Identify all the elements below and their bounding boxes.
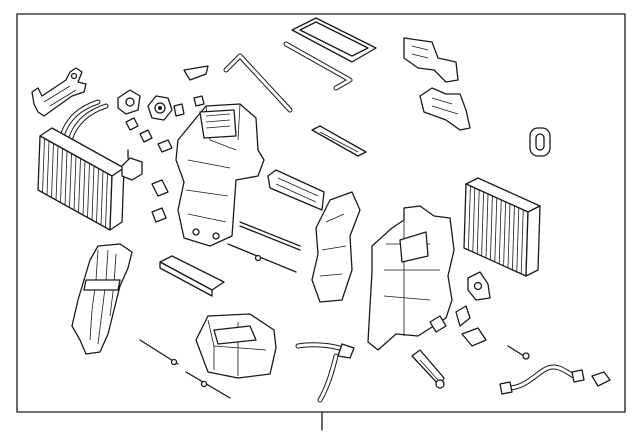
expansion-valve — [467, 271, 491, 301]
core-fin — [64, 150, 68, 206]
core-fin — [42, 138, 45, 193]
case-lower — [195, 313, 277, 379]
core-fin — [498, 199, 502, 265]
grommet — [529, 127, 551, 157]
core-fin — [46, 140, 50, 196]
core-fin — [472, 187, 476, 253]
diagram-border — [16, 13, 626, 413]
core-fin — [51, 143, 54, 198]
door-shaft — [223, 53, 293, 113]
evaporator-core — [37, 99, 125, 231]
actuator-rod — [411, 349, 445, 389]
duct-seal — [403, 37, 471, 131]
core-fin — [78, 158, 81, 213]
clip-set — [139, 129, 173, 223]
heater-core — [463, 177, 541, 277]
core-fin — [503, 201, 506, 267]
core-fin — [512, 205, 515, 271]
seal-strip — [311, 125, 367, 157]
core-fin — [507, 203, 511, 269]
wiring-harness — [499, 364, 611, 395]
core-fin — [490, 195, 493, 261]
core-fin — [91, 165, 95, 221]
actuator — [117, 89, 141, 131]
core-fin — [55, 145, 59, 201]
core-fin — [494, 197, 498, 263]
core-fin — [87, 163, 90, 218]
air-filter-cover — [283, 17, 377, 91]
clip — [429, 315, 447, 333]
core-fin — [82, 160, 86, 216]
mounting-bracket — [31, 67, 87, 117]
filter-tray — [159, 255, 225, 297]
door-rods-lower — [139, 339, 231, 399]
core-fin — [476, 189, 480, 255]
drain-hose — [295, 342, 355, 403]
core-fin — [485, 193, 489, 259]
link-rods — [227, 221, 301, 273]
heater-case-left — [175, 103, 265, 247]
core-fin — [60, 148, 63, 203]
core-fin — [69, 153, 72, 208]
blower-housing — [71, 243, 133, 355]
heater-case-right — [311, 191, 455, 351]
core-fin — [481, 191, 484, 257]
core-fin — [73, 155, 77, 211]
air-mix-motor — [147, 95, 173, 121]
core-fin — [516, 207, 520, 273]
core-fin — [96, 168, 99, 223]
core-fin — [105, 173, 108, 228]
core-fin — [468, 185, 471, 251]
resistor-board — [267, 169, 325, 211]
core-fin — [520, 209, 524, 275]
core-fin — [100, 170, 104, 226]
small-fittings — [173, 65, 209, 117]
mode-actuator — [121, 149, 143, 181]
sensor-probe — [455, 305, 530, 360]
